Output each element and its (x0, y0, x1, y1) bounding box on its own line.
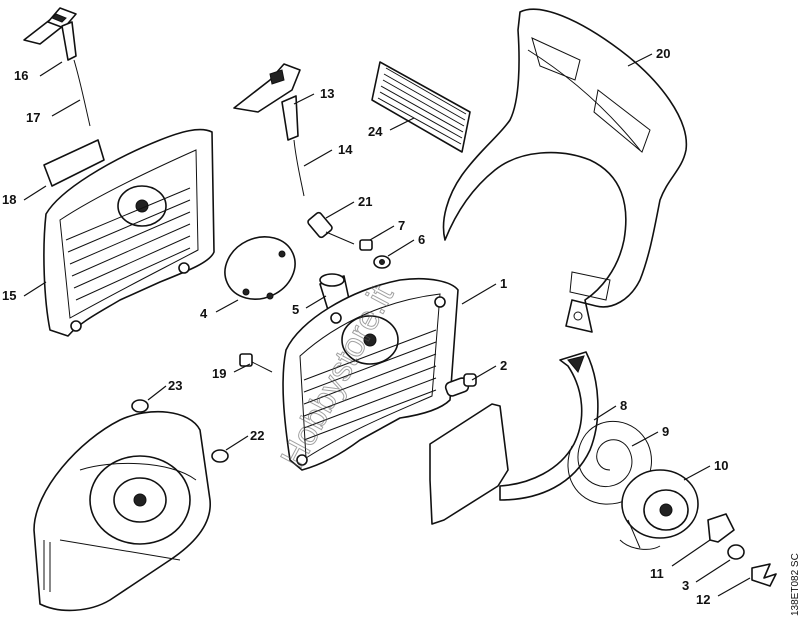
spring-housing-part (499, 351, 599, 501)
cover-disk-part (224, 236, 296, 300)
callout-23: 23 (168, 378, 182, 393)
callout-6: 6 (418, 232, 425, 247)
starter-grip-top-part (23, 7, 91, 127)
callout-5: 5 (292, 302, 299, 317)
drawing-code: 138ET082 SC (790, 553, 800, 616)
bolt-part (307, 211, 355, 245)
callout-15: 15 (2, 288, 16, 303)
starter-grip-part (233, 63, 305, 197)
rope-rotor-part (619, 469, 699, 550)
leader-lines (23, 53, 751, 597)
rear-housing-part (43, 128, 215, 337)
pin-part (444, 373, 477, 397)
label-plate-part (43, 139, 105, 187)
hand-guard-part (442, 8, 688, 333)
callout-17: 17 (26, 110, 40, 125)
filter-grid-part (371, 61, 471, 153)
nut-23-part (131, 399, 149, 413)
callout-3: 3 (682, 578, 689, 593)
callout-10: 10 (714, 458, 728, 473)
callout-22: 22 (250, 428, 264, 443)
callout-2: 2 (500, 358, 507, 373)
callout-13: 13 (320, 86, 334, 101)
screw-part (239, 353, 273, 373)
callout-labels: 16 17 18 15 13 14 21 7 6 4 5 1 19 2 23 2… (2, 46, 728, 607)
callout-4: 4 (200, 306, 208, 321)
callout-12: 12 (696, 592, 710, 607)
callout-1: 1 (500, 276, 507, 291)
callout-21: 21 (358, 194, 372, 209)
washer-3-part (727, 544, 745, 560)
spiral-spring-part (567, 420, 652, 505)
callout-18: 18 (2, 192, 16, 207)
nut-part (359, 239, 373, 251)
callout-16: 16 (14, 68, 28, 83)
callout-20: 20 (656, 46, 670, 61)
fan-housing-part (282, 277, 459, 471)
nut-22-part (211, 449, 229, 463)
pawl-part (707, 513, 735, 543)
spring-clip-part (751, 563, 777, 587)
callout-24: 24 (368, 124, 383, 139)
callout-11: 11 (650, 566, 664, 581)
callout-7: 7 (398, 218, 405, 233)
callout-8: 8 (620, 398, 627, 413)
starter-cover-part (33, 410, 211, 612)
callout-9: 9 (662, 424, 669, 439)
callout-19: 19 (212, 366, 226, 381)
cover-plate-part (429, 403, 509, 525)
callout-14: 14 (338, 142, 353, 157)
